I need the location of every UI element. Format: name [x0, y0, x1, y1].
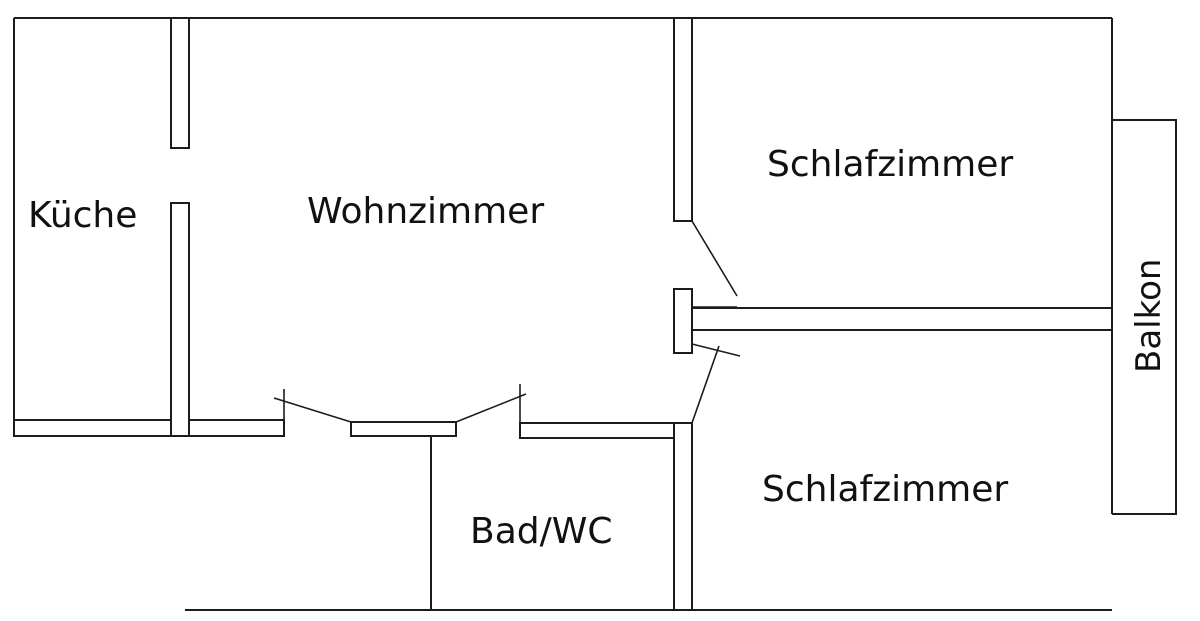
bedroom-partition — [673, 17, 693, 611]
kitchen-partition — [170, 17, 190, 437]
hallway-wall — [13, 419, 675, 439]
bedroom-bottom-label: Schlafzimmer — [762, 469, 1008, 510]
outer-walls — [13, 17, 1113, 611]
bedroom-divider-wall — [691, 307, 1113, 331]
balcony-outline — [1112, 119, 1177, 515]
balcony-label: Balkon — [1129, 259, 1169, 373]
door-swings — [273, 220, 741, 438]
bathroom-label: Bad/WC — [470, 511, 612, 552]
kitchen-label: Küche — [28, 195, 137, 236]
bedroom-top-label: Schlafzimmer — [767, 144, 1013, 185]
living-room-label: Wohnzimmer — [307, 191, 544, 232]
